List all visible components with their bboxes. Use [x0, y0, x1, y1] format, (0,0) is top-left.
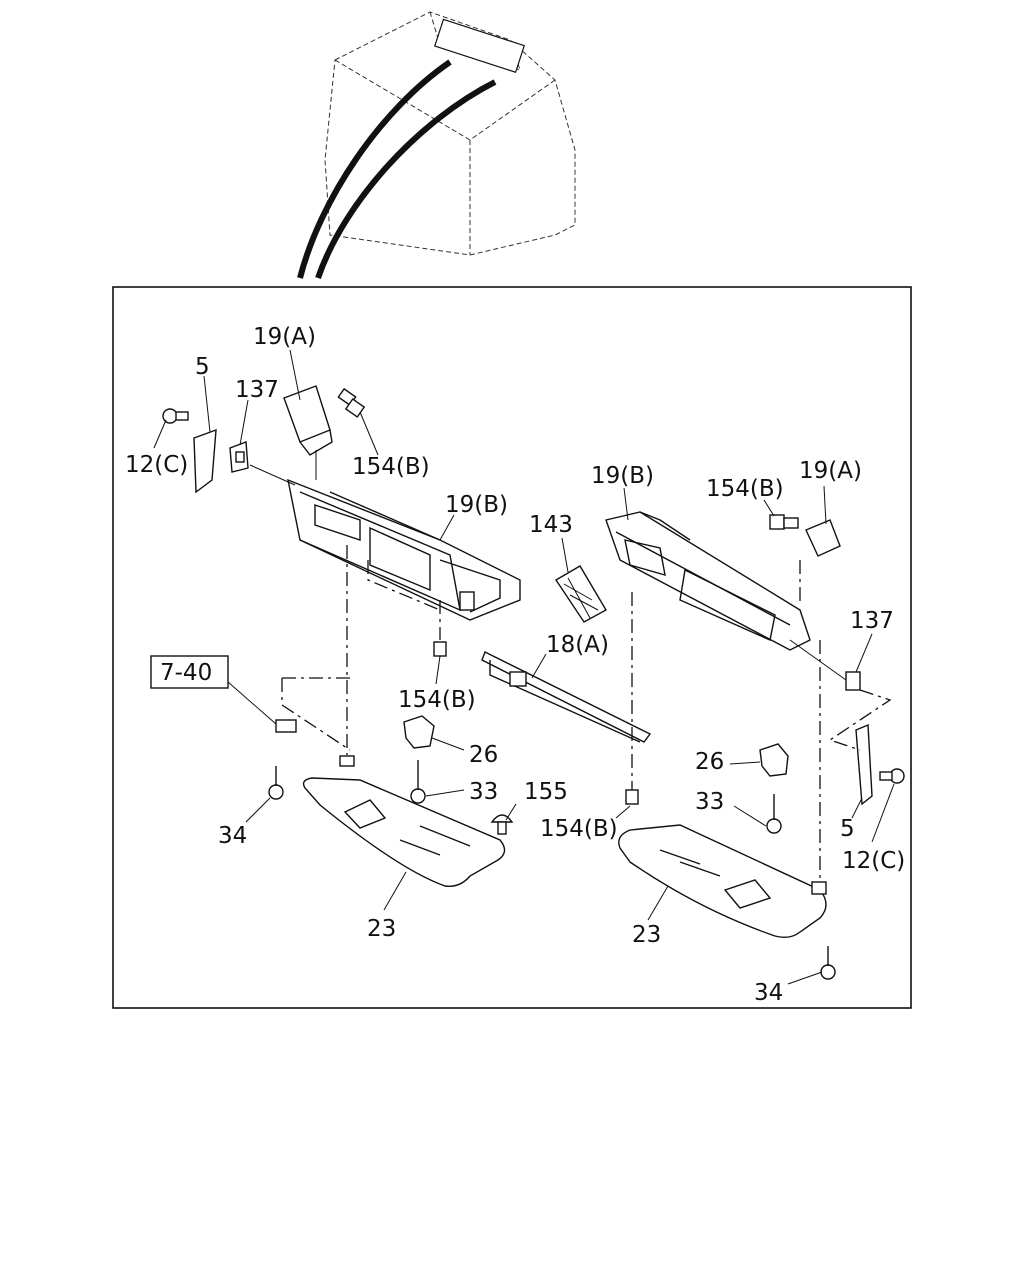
label-155: 155 [524, 779, 568, 805]
label-center-154b: 154(B) [540, 816, 618, 842]
center-parts [481, 565, 652, 805]
label-right-26: 26 [695, 749, 724, 775]
label-left-19b: 19(B) [445, 492, 508, 518]
label-right-137: 137 [850, 608, 894, 634]
left-screw-12c-part [162, 408, 189, 424]
label-left-19a: 19(A) [253, 324, 316, 350]
detail-frame [112, 286, 912, 1009]
label-18a: 18(A) [546, 632, 609, 658]
label-7-40: 7-40 [160, 660, 212, 686]
leader-lines [153, 349, 895, 985]
right-visor-assembly [605, 511, 905, 980]
label-left-137: 137 [235, 377, 279, 403]
label-right-23: 23 [632, 922, 661, 948]
left-visor-assembly [162, 385, 521, 887]
label-left-5: 5 [195, 354, 210, 380]
label-left-33: 33 [469, 779, 498, 805]
label-right-19b: 19(B) [591, 463, 654, 489]
label-right-33: 33 [695, 789, 724, 815]
label-right-154b: 154(B) [706, 476, 784, 502]
label-right-12c: 12(C) [842, 848, 905, 874]
label-left-23: 23 [367, 916, 396, 942]
label-right-5: 5 [840, 816, 855, 842]
label-left-26: 26 [469, 742, 498, 768]
label-left-34: 34 [218, 823, 247, 849]
ref-7-40-box [150, 655, 229, 689]
label-left-12c: 12(C) [125, 452, 188, 478]
label-right-34: 34 [754, 980, 783, 1006]
label-right-19a: 19(A) [799, 458, 862, 484]
label-left-154b-top: 154(B) [352, 454, 430, 480]
label-left-154b-bottom: 154(B) [398, 687, 476, 713]
cab-overview [297, 11, 576, 279]
label-143: 143 [529, 512, 573, 538]
callout-labels: 5 137 19(A) 154(B) 12(C) 19(B) 143 18(A)… [125, 324, 905, 1006]
